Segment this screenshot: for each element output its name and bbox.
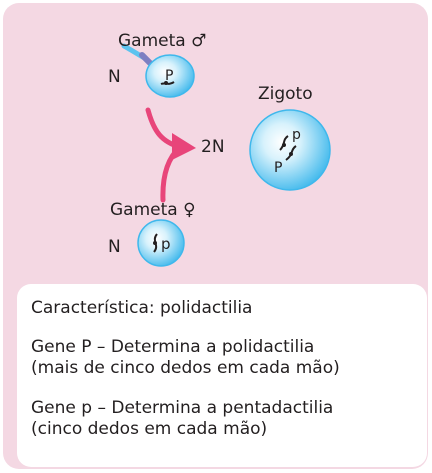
female-gamete-label: Gameta ♀: [110, 200, 196, 220]
zygote-cell: [249, 109, 331, 191]
female-allele: p: [161, 235, 171, 253]
male-allele: P: [165, 68, 173, 84]
fertilization-arrow-head: [172, 133, 196, 160]
zygote-ploidy-label: 2N: [201, 137, 225, 157]
male-centromere: [164, 81, 168, 85]
zygote-allele-top: p: [292, 127, 301, 143]
zygote-centromere-1: [282, 143, 286, 147]
trait-text: Característica: polidactilia: [31, 298, 253, 318]
zygote-allele-bottom: P: [274, 160, 282, 176]
male-ploidy-label: N: [108, 67, 121, 87]
fertilization-diagram: P p P p: [121, 43, 331, 267]
female-gamete-cell: [137, 219, 185, 267]
dominant-gene-line-1: Gene P – Determina a polidactilia: [31, 337, 315, 357]
sperm-midpiece: [139, 52, 153, 66]
male-gamete-label: Gameta ♂: [118, 31, 207, 51]
legend-box: Característica: polidactilia Gene P – De…: [17, 284, 427, 467]
recessive-gene-text: Gene p – Determina a pentadactilia (cinc…: [31, 398, 333, 440]
recessive-gene-line-1: Gene p – Determina a pentadactilia: [31, 398, 334, 418]
zygote-centromere-2: [289, 152, 293, 156]
female-ploidy-label: N: [108, 237, 121, 257]
zygote-chromosome-1: [279, 135, 289, 151]
recessive-gene-line-2: (cinco dedos em cada mão): [31, 419, 268, 439]
female-centromere: [153, 241, 157, 245]
zygote-label: Zigoto: [258, 84, 313, 104]
dominant-gene-line-2: (mais de cinco dedos em cada mão): [31, 358, 340, 378]
dominant-gene-text: Gene P – Determina a polidactilia (mais …: [31, 337, 340, 379]
male-gamete-cell: [145, 54, 195, 98]
